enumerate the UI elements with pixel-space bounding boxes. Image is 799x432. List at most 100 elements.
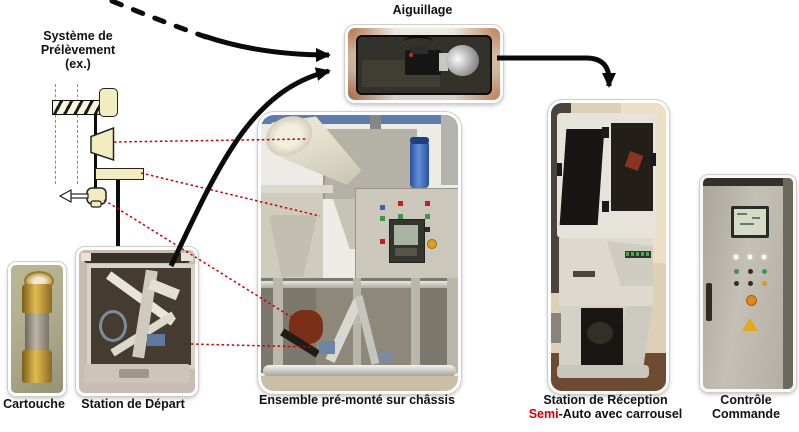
door-handle <box>706 283 712 321</box>
sampling-system-line1: Système de <box>43 29 113 43</box>
green-light <box>734 269 739 274</box>
aiguillage-photo <box>345 25 503 103</box>
panel-light <box>398 214 403 219</box>
controle-photo <box>700 175 796 392</box>
hmi-line <box>752 217 760 219</box>
display-screen <box>394 225 418 245</box>
green-light <box>762 269 767 274</box>
sampling-system-line3: (ex.) <box>65 57 91 71</box>
cabinet-top <box>703 178 793 186</box>
blue-motor <box>410 141 429 188</box>
reception-caption-rest: -Auto avec carrousel <box>558 406 683 421</box>
corner-tab <box>181 253 193 261</box>
display-keys <box>395 248 417 256</box>
top-opening <box>84 253 190 263</box>
reception-photo <box>548 100 669 394</box>
hopper-unit <box>559 238 653 306</box>
blue-part <box>147 334 165 346</box>
dark-light <box>734 281 739 286</box>
wall-column <box>441 115 458 185</box>
diverter-cone <box>446 45 479 76</box>
mechanism <box>587 322 613 344</box>
panel-light <box>425 227 430 232</box>
flow-arrow-sampling-to-aiguillage <box>203 33 331 62</box>
roof-beam <box>261 115 458 124</box>
panel-light <box>425 201 430 206</box>
stand-foot <box>557 365 649 378</box>
dark-light <box>748 281 753 286</box>
motor-top <box>410 46 428 54</box>
controle-caption-line2: Commande <box>711 406 781 421</box>
green-light <box>626 252 629 256</box>
panel-button-amber <box>427 239 437 249</box>
cartridge-body <box>25 313 49 350</box>
carrousel-cabinet <box>557 113 657 238</box>
hinge <box>602 201 609 212</box>
left-arrow-icon <box>58 188 89 204</box>
reception-caption-semi: Semi <box>528 406 559 421</box>
floor <box>261 376 458 391</box>
aiguillage-label: Aiguillage <box>392 3 453 17</box>
green-light <box>631 252 634 256</box>
hmi-line <box>740 223 754 225</box>
cabinet-side <box>783 178 793 389</box>
cartouche-caption: Cartouche <box>3 397 65 411</box>
axis-dashed-line <box>55 84 56 184</box>
green-light <box>636 252 639 256</box>
blue-part <box>379 351 393 361</box>
window-left <box>559 129 605 225</box>
reception-caption: Station de Réception Semi-Auto avec carr… <box>527 393 684 421</box>
tubes <box>551 313 561 343</box>
hmi-line <box>737 213 747 215</box>
hinge <box>602 127 609 138</box>
chassis-base-tube <box>263 365 456 377</box>
chute <box>607 241 653 286</box>
cable <box>403 36 433 48</box>
hmi-screen <box>731 206 769 238</box>
green-light <box>641 252 644 256</box>
blue-part <box>319 341 335 354</box>
warning-triangle-icon <box>742 318 758 331</box>
dark-light <box>748 269 753 274</box>
station-window <box>87 264 195 369</box>
valve-funnel-symbol <box>90 127 115 162</box>
feeder-head-symbol <box>99 88 118 117</box>
panel-light <box>380 216 385 221</box>
coil <box>99 310 127 342</box>
green-light <box>646 252 649 256</box>
reception-caption-line1: Station de Réception <box>543 393 668 407</box>
panel-light <box>398 201 403 206</box>
sampler-outlet-symbol <box>58 187 107 208</box>
cartridge-brass-bottom <box>22 350 52 383</box>
ensemble-caption: Ensemble pré-monté sur châssis <box>259 393 455 407</box>
hinge <box>651 153 656 166</box>
panel-display <box>389 219 425 263</box>
slot <box>573 271 595 277</box>
cartouche-photo <box>8 262 66 396</box>
panel-light <box>380 205 385 210</box>
controle-caption: Contrôle Commande <box>702 393 790 421</box>
amber-light <box>762 281 767 286</box>
chassis-post <box>447 278 458 373</box>
sampling-system-line2: Prélèvement <box>40 43 116 57</box>
axis-dashed-line <box>77 84 78 184</box>
coupling-ring <box>439 53 448 71</box>
base-handle <box>119 369 149 378</box>
chassis-post <box>411 278 420 373</box>
white-light <box>748 255 752 259</box>
orange-button <box>746 295 757 306</box>
cartridge-brass-top <box>22 284 52 313</box>
depart-photo <box>76 247 198 396</box>
controle-caption-line1: Contrôle <box>720 393 772 407</box>
panel-light <box>425 214 430 219</box>
support-rail <box>261 185 333 193</box>
hinge <box>557 163 562 176</box>
depart-caption: Station de Départ <box>81 397 185 411</box>
white-light <box>734 255 738 259</box>
motor-red-dot <box>409 53 413 57</box>
ensemble-photo <box>258 112 461 394</box>
slide-gate-symbol <box>95 168 144 180</box>
stand-opening <box>581 308 623 365</box>
sampling-system-label: Système de Prélèvement (ex.) <box>18 29 138 71</box>
